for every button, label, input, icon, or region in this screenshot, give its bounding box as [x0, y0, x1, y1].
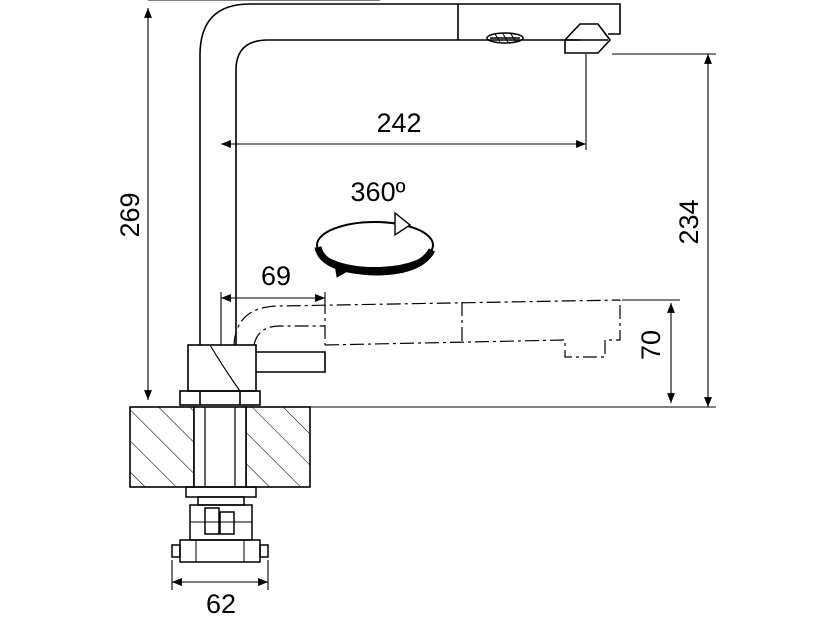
dimension-label-62: 62	[206, 589, 236, 619]
dimension-label-234: 234	[674, 199, 704, 244]
mounting-assembly	[171, 486, 269, 563]
faucet-spout	[199, 3, 621, 345]
faucet-mixer-body	[179, 344, 326, 406]
dimension-label-69: 69	[261, 261, 291, 291]
dimension-label-242: 242	[376, 108, 421, 138]
pullout-spray-outline	[233, 299, 621, 358]
dimension-label-70: 70	[636, 330, 666, 360]
dimension-lines	[130, 0, 716, 590]
rotation-arrow-icon	[314, 211, 436, 278]
dimension-label-rotation: 360º	[351, 177, 406, 207]
countertop-section	[129, 406, 311, 488]
dimension-label-269: 269	[115, 192, 145, 237]
